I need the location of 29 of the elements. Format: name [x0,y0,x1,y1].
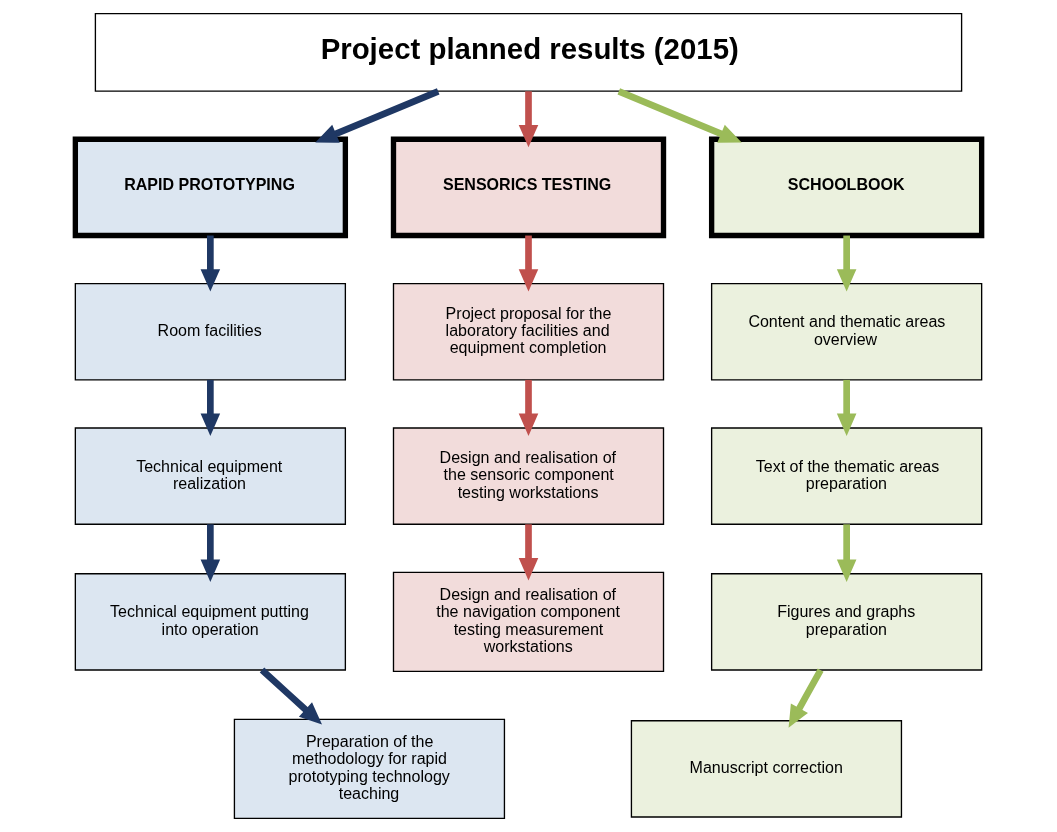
node-box: RAPID PROTOTYPING [72,136,349,239]
node-box: Figures and graphs preparation [710,573,983,671]
node-box: Room facilities [74,283,347,381]
arrow [518,91,539,148]
arrow [617,88,742,143]
arrow [200,235,221,292]
arrow [518,379,539,436]
arrow [836,235,857,292]
node-box: Content and thematic areas overview [710,283,983,381]
node-box: Project planned results (2015) [94,12,963,92]
arrow [200,524,221,582]
node-box: Design and realisation of the navigation component testing measurement workstations [392,571,665,672]
node-box: Preparation of the methodology for rapid prototyping technology teaching [233,718,506,820]
arrow [200,379,221,436]
node-box: Technical equipment realization [74,427,347,525]
arrow [518,524,539,581]
arrow [518,235,539,292]
node-box: Design and realisation of the sensoric component testing workstations [392,427,665,525]
arrow [788,668,824,728]
node-box: Technical equipment putting into operation [74,573,347,671]
node-box: Manuscript correction [630,720,903,818]
node-box: SCHOOLBOOK [708,136,985,239]
node-box: Text of the thematic areas preparation [710,427,983,525]
arrow [315,88,440,143]
node-box: Project proposal for the laboratory facilities and equipment completion [392,283,665,381]
arrow [836,524,857,582]
arrow [259,667,323,725]
arrow [836,379,857,436]
node-box: SENSORICS TESTING [390,136,667,239]
